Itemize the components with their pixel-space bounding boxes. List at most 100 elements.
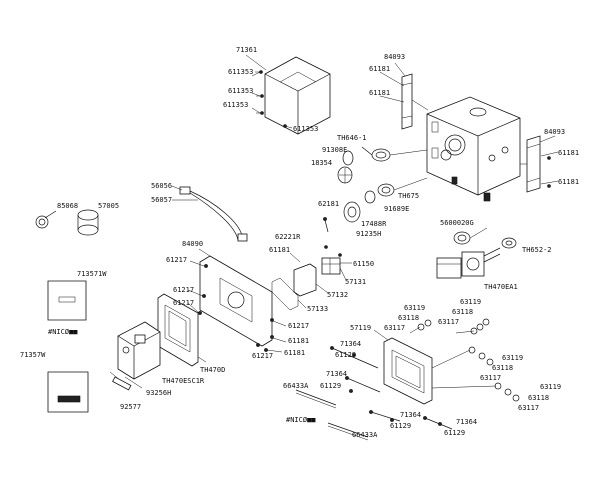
label-th470esc1r: TH470ESC1R xyxy=(162,377,205,385)
label-611353-b: 611353 xyxy=(228,87,253,95)
mounting-plate-84090 xyxy=(199,255,273,347)
label-61150: 61150 xyxy=(353,260,374,268)
label-61129-c: 61129 xyxy=(390,422,411,430)
label-63119-c: 63119 xyxy=(502,354,523,362)
label-th675: TH675 xyxy=(398,192,419,200)
label-61181-g: 61181 xyxy=(284,349,305,357)
nuts-61129 xyxy=(349,353,442,426)
bracket-84093-right xyxy=(526,135,541,193)
main-housing-part xyxy=(426,96,521,202)
screw-611353-group xyxy=(255,70,293,129)
label-93256h: 93256H xyxy=(146,389,171,397)
hardware-cluster-upper xyxy=(409,318,490,335)
screw-62181-part xyxy=(323,217,329,233)
label-61217-a: 61217 xyxy=(166,256,187,264)
part-labels: 71361 611353 611353 611353 611353 84093 … xyxy=(20,46,579,439)
long-screws-71364 xyxy=(330,346,453,430)
strip-66433a xyxy=(295,389,369,441)
label-57119: 57119 xyxy=(350,324,371,332)
label-85068: 85068 xyxy=(57,202,78,210)
fitting-th652-part xyxy=(501,237,517,249)
label-61129-a: 61129 xyxy=(335,351,356,359)
label-61217-d: 61217 xyxy=(252,352,273,360)
connector-57132-part xyxy=(293,263,317,297)
label-62181: 62181 xyxy=(318,200,339,208)
label-611353-c: 611353 xyxy=(223,101,248,109)
fitting-5600020g-part xyxy=(453,227,488,245)
label-66433a-b: 66433A xyxy=(352,431,378,439)
ring-91689e-part xyxy=(364,190,376,204)
label-61181-f: 61181 xyxy=(288,337,309,345)
label-91308e: 91308E xyxy=(322,146,347,154)
label-th646: TH646-1 xyxy=(337,134,367,142)
label-61181-b: 61181 xyxy=(369,89,390,97)
label-61129-b: 61129 xyxy=(320,382,341,390)
label-61181-a: 61181 xyxy=(369,65,390,73)
label-71357w: 71357W xyxy=(20,351,46,359)
label-66433a-a: 66433A xyxy=(283,382,309,390)
label-71364-c: 71364 xyxy=(400,411,421,419)
label-61181-c: 61181 xyxy=(558,149,579,157)
hardware-cluster-lower xyxy=(431,346,520,402)
label-611353-a: 611353 xyxy=(228,68,253,76)
label-71364-b: 71364 xyxy=(326,370,347,378)
ring-91308e-part xyxy=(342,150,354,166)
valve-th646-part xyxy=(361,146,428,162)
label-63118-c: 63118 xyxy=(492,364,513,372)
label-18354: 18354 xyxy=(311,159,332,167)
label-84090: 84090 xyxy=(182,240,203,248)
valve-th675-part xyxy=(377,177,428,197)
solenoid-th470ea1-part xyxy=(436,247,501,279)
label-91689e: 91689E xyxy=(384,205,409,213)
label-57132: 57132 xyxy=(327,291,348,299)
label-63118-d: 63118 xyxy=(528,394,549,402)
cap-57005-part xyxy=(77,209,99,236)
label-57131: 57131 xyxy=(345,278,366,286)
label-63119-a: 63119 xyxy=(404,304,425,312)
cable-56056-part xyxy=(179,186,248,242)
screw-61217-group xyxy=(198,264,274,352)
label-63119-b: 63119 xyxy=(460,298,481,306)
label-63117-b: 63117 xyxy=(438,318,459,326)
label-71364-a: 71364 xyxy=(340,340,361,348)
cover-box-part xyxy=(264,56,331,135)
label-71361: 71361 xyxy=(236,46,257,54)
label-61129-d: 61129 xyxy=(444,429,465,437)
label-th470d: TH470D xyxy=(200,366,225,374)
cover-plate-713571w xyxy=(47,280,87,321)
label-nic-2: #NICØ■■ xyxy=(286,416,316,424)
label-61217-b: 61217 xyxy=(173,286,194,294)
label-71364-d: 71364 xyxy=(456,418,477,426)
label-57005: 57005 xyxy=(98,202,119,210)
label-61217-e: 61217 xyxy=(288,322,309,330)
label-713571w: 713571W xyxy=(77,270,107,278)
disc-18354-part xyxy=(337,166,353,184)
bracket-84093-left xyxy=(401,73,413,130)
label-92577: 92577 xyxy=(120,403,141,411)
label-84093-a: 84093 xyxy=(384,53,405,61)
label-91235h: 91235H xyxy=(356,230,381,238)
control-module-th470esc1r xyxy=(117,321,161,380)
frame-57119-part xyxy=(383,337,433,405)
label-62221r: 62221R xyxy=(275,233,301,241)
connector-57131-part xyxy=(321,257,341,275)
cover-plate-71357w xyxy=(47,371,89,413)
label-56056: 56056 xyxy=(151,182,172,190)
label-th652: TH652-2 xyxy=(522,246,552,254)
label-61181-d: 61181 xyxy=(558,178,579,186)
label-61217-c: 61217 xyxy=(173,299,194,307)
label-nic-1: #NICØ■■ xyxy=(48,328,78,336)
sensor-85068-part xyxy=(35,210,57,229)
gasket-57133-part xyxy=(271,277,299,311)
label-63118-a: 63118 xyxy=(398,314,419,322)
label-th470ea1: TH470EA1 xyxy=(484,283,518,291)
label-5600020g: 5600020G xyxy=(440,219,474,227)
label-57133: 57133 xyxy=(307,305,328,313)
label-17488r: 17488R xyxy=(361,220,387,228)
label-61181-e: 61181 xyxy=(269,246,290,254)
label-611353-d: 611353 xyxy=(293,125,318,133)
label-56057: 56057 xyxy=(151,196,172,204)
disc-17488r-part xyxy=(343,201,361,223)
label-63118-b: 63118 xyxy=(452,308,473,316)
